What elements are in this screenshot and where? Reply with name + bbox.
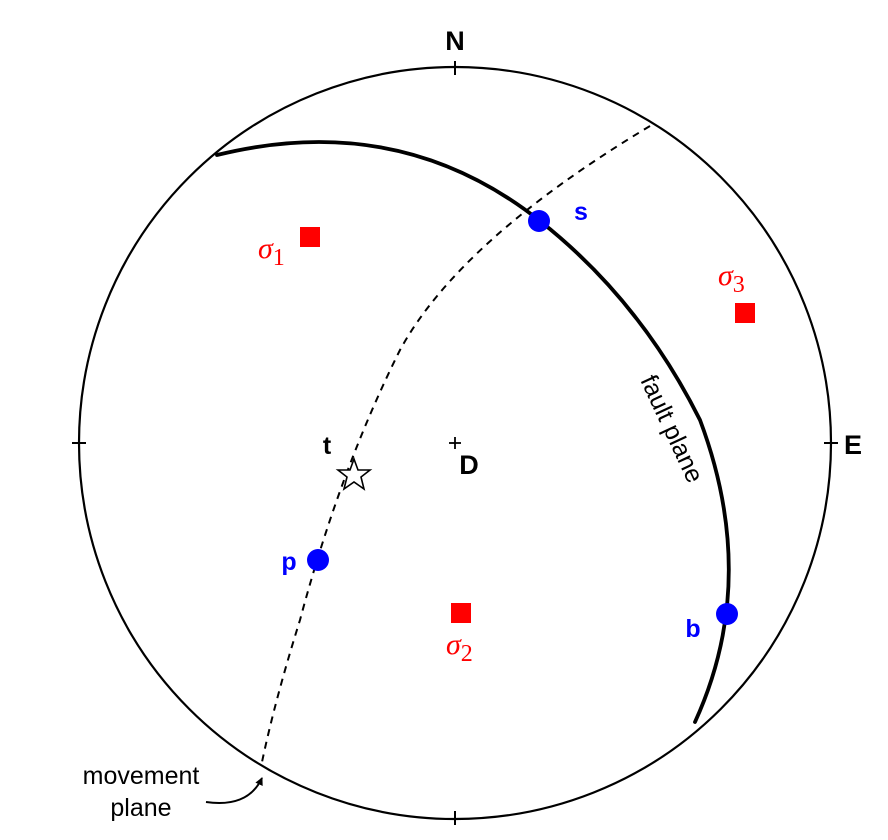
movement-plane-label-line2: plane [110,794,171,822]
point-p-marker [307,549,329,571]
point-p-label: p [281,548,296,576]
point-b-marker [716,603,738,625]
point-t-label: t [323,432,332,460]
center-cross [449,437,461,449]
sigma1-label: σ1 [258,232,285,271]
movement-plane-pointer-arrow [205,777,263,804]
sigma3-subscript: 3 [733,272,745,298]
point-s-marker [528,210,550,232]
sigma1-marker [300,227,320,247]
sigma2-subscript: 2 [461,641,473,667]
sigma3-marker [735,303,755,323]
point-b-label: b [685,615,700,643]
fault-plane-arc [215,140,731,724]
center-label: D [459,450,479,480]
fault-plane-label: fault plane [635,371,709,487]
north-label: N [445,26,465,56]
sigma2-symbol: σ [446,628,462,661]
point-s-label: s [574,198,588,226]
sigma3-symbol: σ [718,259,734,292]
sigma1-symbol: σ [258,232,274,265]
sigma2-label: σ2 [446,628,473,667]
sigma2-marker [451,603,471,623]
east-label: E [844,430,862,460]
sigma1-subscript: 1 [273,245,285,271]
movement-plane-label-line1: movement [83,762,200,790]
movement-plane-arc [261,125,651,763]
sigma3-label: σ3 [718,259,745,298]
star-t-icon [335,456,373,491]
